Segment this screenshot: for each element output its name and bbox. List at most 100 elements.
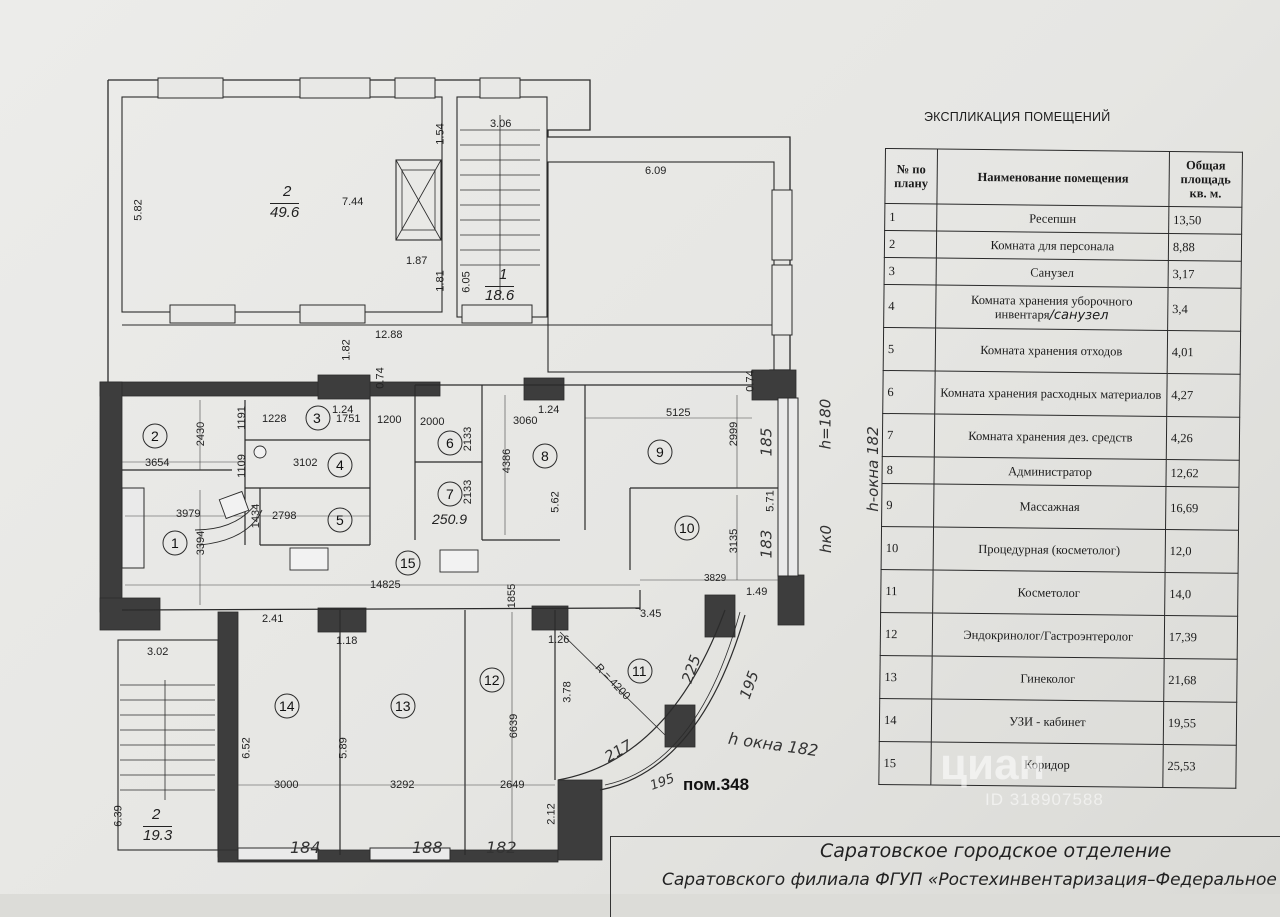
row-area: 3,4 [1167, 287, 1242, 332]
room-6-dim-a: 2000 [420, 416, 445, 428]
dim-074b: 0.74 [744, 370, 757, 392]
dim-562: 5.62 [549, 491, 562, 513]
table-header-row: № по плану Наименование помещения Общая … [884, 148, 1243, 208]
room-3-dim-a: 1751 [336, 413, 361, 425]
room-8-number: 8 [541, 448, 549, 464]
row-name: Комната хранения уборочного инвентаря/са… [935, 285, 1168, 331]
row-name: Процедурная (косметолог) [932, 527, 1166, 573]
lower-stair-height: 6.39 [112, 805, 125, 827]
row-name: Комната для персонала [936, 231, 1169, 261]
room-10-number: 10 [679, 520, 695, 536]
room-2-dim-a: 3654 [145, 457, 170, 469]
row-num: 13 [879, 655, 933, 700]
upper-room-2-label: 2 [283, 183, 292, 200]
room-15-dim-b: 1855 [506, 583, 519, 609]
lift-height: 1.81 [434, 270, 447, 292]
row-area: 12,0 [1164, 529, 1239, 574]
handwritten-183: 183 [757, 529, 776, 559]
explication-title: ЭКСПЛИКАЦИЯ ПОМЕЩЕНИЙ [924, 110, 1111, 124]
row-num: 10 [881, 526, 934, 571]
room-9-dim-a: 5125 [666, 407, 691, 419]
row-name: Администратор [933, 457, 1167, 487]
row-area: 13,50 [1168, 206, 1242, 235]
upper-room-1-area: 18.6 [485, 286, 515, 304]
row-name: Комната хранения отходов [935, 328, 1168, 374]
row-area: 12,62 [1165, 459, 1240, 488]
dim-126: 1.26 [548, 634, 570, 646]
row-name: УЗИ - кабинет [931, 699, 1164, 745]
room-7-dim-b: 2133 [462, 479, 475, 505]
dim-571: 5.71 [764, 490, 777, 512]
room-13-dim-a: 3292 [390, 779, 415, 791]
room-4-dim-b: 1109 [235, 454, 248, 478]
row-name: Косметолог [932, 570, 1165, 616]
dim-1200: 1200 [377, 414, 402, 426]
row-area: 19,55 [1163, 701, 1237, 746]
room-14-dim-b: 6.52 [240, 737, 253, 759]
room-3-number: 3 [313, 410, 321, 426]
row-num: 3 [884, 257, 937, 286]
room-3-dim-b: 1.24 [332, 404, 354, 416]
dim-1228: 1228 [262, 413, 287, 425]
row-num: 7 [882, 413, 935, 458]
explication-table: № по плану Наименование помещения Общая … [878, 148, 1243, 789]
handwritten-188: 188 [412, 838, 443, 857]
room-4-dim-a: 3102 [293, 457, 318, 469]
header-name: Наименование помещения [936, 149, 1170, 207]
handwritten-note: /санузел [1049, 307, 1109, 323]
upper-room-2-area: 49.6 [270, 203, 300, 221]
handwritten-h-window: h-окна 182 [863, 426, 882, 512]
row-num: 1 [884, 203, 937, 232]
header-num: № по плану [884, 148, 938, 205]
room-5-number: 5 [336, 512, 344, 528]
stair-width: 3.06 [490, 118, 512, 130]
lift-width: 1.87 [406, 255, 428, 267]
room-9-dim-b: 2999 [728, 421, 741, 447]
watermark-logo: циан [940, 740, 1046, 789]
room-10-dim-a: 3829 [704, 573, 727, 584]
corridor-width: 1.82 [340, 339, 353, 361]
premises-label: пом.348 [683, 775, 750, 794]
row-name: Массажная [933, 484, 1166, 530]
row-area: 25,53 [1162, 744, 1237, 789]
room-14-dim-a: 3000 [274, 779, 299, 791]
room-2-number: 2 [151, 428, 159, 444]
handwritten-hk0: hк0 [817, 524, 836, 554]
room-15-dim-a: 14825 [370, 579, 401, 591]
row-area: 17,39 [1164, 615, 1238, 660]
room-12-dim-b: 6639 [508, 713, 521, 739]
row-name: Эндокринолог/Гастроэнтеролог [932, 613, 1165, 659]
handwritten-182: 182 [486, 838, 517, 857]
room-13-dim-b: 5.89 [337, 737, 350, 759]
row-name: Ресепшн [936, 204, 1169, 234]
row-num: 14 [879, 698, 932, 743]
row-area: 16,69 [1165, 486, 1239, 531]
room-10-dim-b: 3135 [728, 528, 741, 554]
row-num: 2 [884, 230, 937, 259]
room-1-dim-a: 3979 [176, 508, 201, 520]
room-12-number: 12 [484, 672, 500, 688]
dim-124b: 1.24 [538, 404, 560, 416]
handwritten-h180: h=180 [816, 398, 835, 450]
room-15-number: 15 [400, 555, 416, 571]
row-area: 14,0 [1164, 572, 1239, 617]
lower-stair-label: 2 [152, 806, 161, 823]
room-7-dim-a: 250.9 [432, 511, 468, 527]
dim-302: 3.02 [147, 646, 169, 658]
row-area: 21,68 [1163, 658, 1238, 703]
handwritten-185: 185 [757, 427, 776, 457]
right-room-width: 6.09 [645, 165, 667, 177]
row-area: 3,17 [1167, 260, 1242, 289]
row-area: 4,01 [1167, 330, 1241, 375]
lower-stair-area: 19.3 [143, 826, 173, 844]
row-name: Комната хранения дез. средств [934, 414, 1167, 460]
dim-212: 2.12 [545, 803, 558, 825]
room-5-dim-b: 1434 [250, 503, 263, 529]
